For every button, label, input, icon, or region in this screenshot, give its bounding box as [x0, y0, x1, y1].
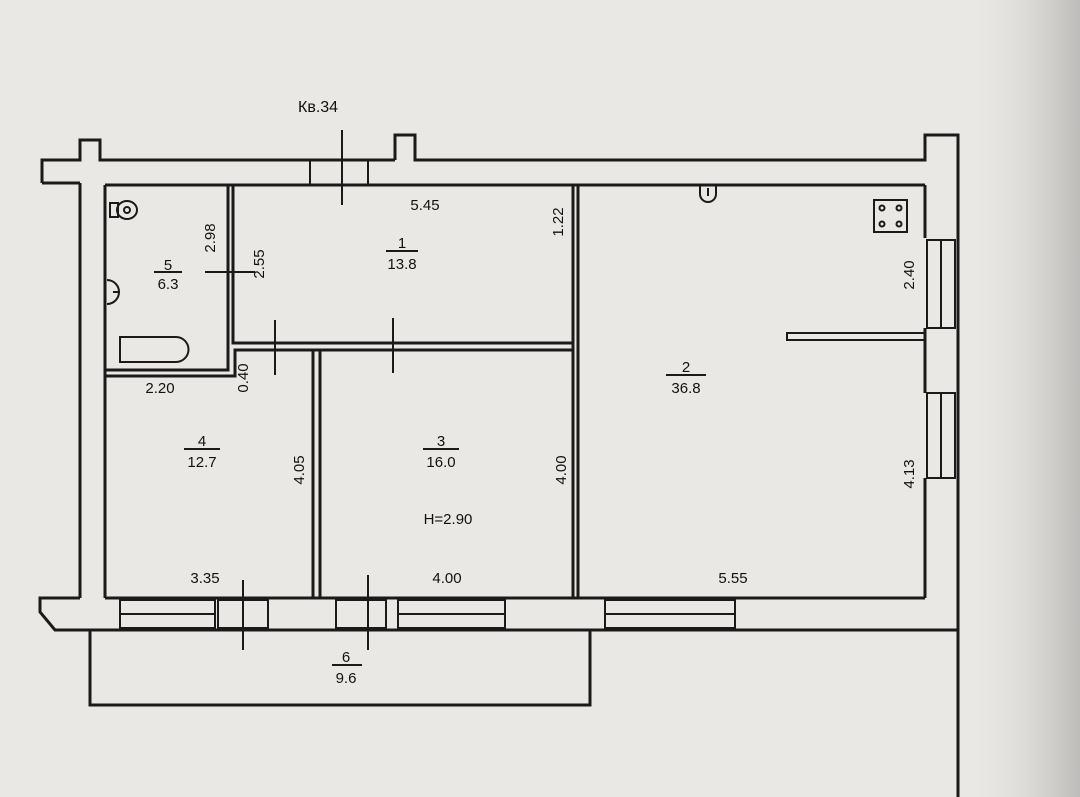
room-labels: 5 6.3 1 13.8 2 36.8 3 16.0 4 12.7 6 9.6 …	[154, 235, 706, 687]
room-number: 6	[342, 649, 350, 666]
dimension-label: 2.55	[251, 249, 268, 278]
dimension-label: 2.98	[202, 223, 219, 252]
dimension-label: 4.13	[901, 459, 918, 488]
fixtures	[106, 186, 908, 363]
toilet-icon	[109, 200, 138, 220]
room-number: 3	[437, 433, 445, 450]
dimension-label: 2.20	[145, 380, 174, 397]
apartment-label: Кв.34	[298, 99, 338, 116]
dimension-label: 2.40	[901, 260, 918, 289]
room-area: 16.0	[426, 454, 455, 471]
sink-icon	[106, 279, 120, 305]
outer-walls	[38, 133, 960, 797]
windows	[119, 239, 956, 629]
room-area: 36.8	[671, 380, 700, 397]
dimension-label: 4.00	[553, 455, 570, 484]
interior-walls	[105, 130, 926, 650]
room-number: 5	[164, 257, 172, 274]
bathtub-icon	[119, 336, 190, 363]
dimension-label: 3.35	[190, 570, 219, 587]
room-area: 13.8	[387, 256, 416, 273]
room-area: 9.6	[336, 670, 357, 687]
ceiling-height: H=2.90	[424, 511, 473, 528]
room-area: 6.3	[158, 276, 179, 293]
dimension-label: 1.22	[550, 207, 567, 236]
room-area: 12.7	[187, 454, 216, 471]
dimension-label: 0.40	[235, 363, 252, 392]
dimension-label: 4.05	[291, 455, 308, 484]
dimension-label: 5.45	[410, 197, 439, 214]
stove-icon	[873, 199, 908, 233]
dimensions: 5.45 2.55 1.22 2.98 2.20 0.40 3.35 4.05 …	[145, 197, 918, 587]
room-number: 2	[682, 359, 690, 376]
paper-shadow	[960, 0, 1080, 797]
kitchen-sink-icon	[699, 186, 717, 203]
room-number: 1	[398, 235, 406, 252]
balcony	[88, 630, 592, 707]
room-number: 4	[198, 433, 206, 450]
dimension-label: 4.00	[432, 570, 461, 587]
dimension-label: 5.55	[718, 570, 747, 587]
